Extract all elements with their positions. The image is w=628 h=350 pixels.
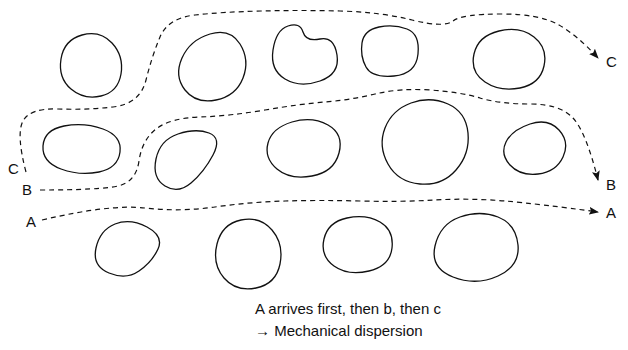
- caption-line: A arrives first, then b, then c: [255, 300, 441, 318]
- soil-grain: [155, 131, 217, 190]
- flow-path: [42, 199, 598, 220]
- soil-grain: [216, 219, 281, 289]
- soil-grain: [323, 217, 392, 273]
- flow-paths: [20, 11, 598, 221]
- path-label: C: [8, 160, 19, 178]
- caption-line: → Mechanical dispersion: [255, 322, 423, 340]
- soil-grain: [267, 120, 340, 177]
- soil-grain: [362, 26, 419, 76]
- soil-grain: [43, 125, 120, 174]
- flow-path: [20, 11, 598, 173]
- soil-grain: [60, 34, 121, 97]
- path-label: C: [606, 53, 617, 71]
- flow-path: [40, 90, 598, 191]
- soil-grains: [43, 25, 566, 289]
- soil-grain: [434, 214, 518, 282]
- path-label: B: [606, 176, 616, 194]
- path-label: A: [606, 204, 616, 222]
- soil-grain: [179, 32, 246, 101]
- path-label: A: [26, 213, 36, 231]
- soil-grain: [473, 29, 545, 89]
- path-label: B: [22, 181, 32, 199]
- soil-grain: [382, 100, 468, 184]
- soil-grain: [504, 122, 566, 174]
- soil-grain: [95, 222, 159, 276]
- soil-grain: [273, 25, 338, 84]
